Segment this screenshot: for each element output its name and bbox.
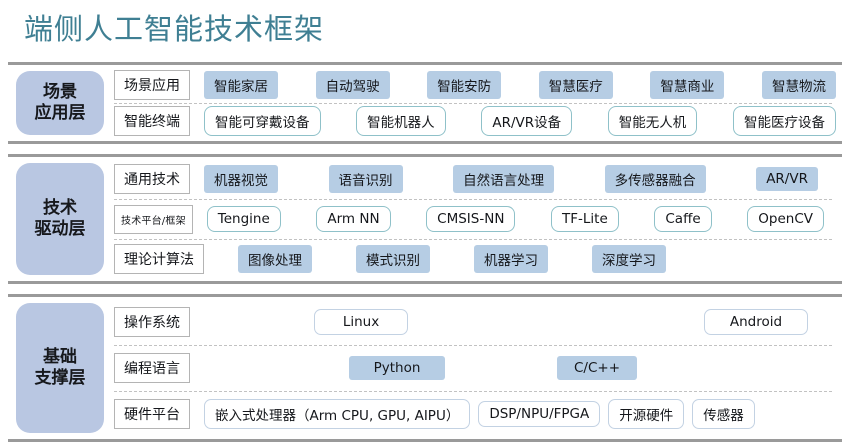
category-programming-language: 编程语言 [114, 353, 190, 383]
row-smart-terminal: 智能终端 智能可穿戴设备 智能机器人 AR/VR设备 智能无人机 智能医疗设备 [114, 103, 836, 139]
chipgroup-smart-terminal: 智能可穿戴设备 智能机器人 AR/VR设备 智能无人机 智能医疗设备 [204, 106, 836, 136]
chip-sensor[interactable]: 传感器 [692, 399, 755, 429]
chip-open-source-hardware[interactable]: 开源硬件 [608, 399, 685, 429]
rows-tech: 通用技术 机器视觉 语音识别 自然语言处理 多传感器融合 AR/VR 技术平台/… [104, 157, 842, 281]
chip-smart-commerce[interactable]: 智慧商业 [650, 71, 725, 99]
category-scene-application: 场景应用 [114, 70, 190, 100]
layer-label-line1: 技术 [43, 197, 77, 218]
chip-smart-home[interactable]: 智能家居 [204, 71, 278, 99]
layer-label-line1: 基础 [43, 346, 77, 367]
category-hardware-platform: 硬件平台 [114, 399, 190, 429]
chip-medical-device[interactable]: 智能医疗设备 [732, 106, 836, 136]
chip-c-cpp[interactable]: C/C++ [557, 356, 637, 380]
chip-pattern-recognition[interactable]: 模式识别 [356, 245, 430, 273]
rows-scene: 场景应用 智能家居 自动驾驶 智能安防 智慧医疗 智慧商业 智慧物流 智能终端 … [104, 65, 842, 141]
chip-android[interactable]: Android [704, 309, 808, 335]
chip-tengine[interactable]: Tengine [206, 206, 281, 232]
chip-nlp[interactable]: 自然语言处理 [453, 165, 555, 193]
chip-arvr[interactable]: AR/VR [756, 167, 818, 191]
chip-machine-learning[interactable]: 机器学习 [474, 245, 548, 273]
chip-cmsis-nn[interactable]: CMSIS-NN [426, 206, 516, 232]
row-theory-algorithm: 理论计算法 图像处理 模式识别 机器学习 深度学习 [114, 239, 836, 279]
category-tech-platform-framework: 技术平台/框架 [114, 204, 193, 234]
chip-image-processing[interactable]: 图像处理 [238, 245, 312, 273]
rows-base: 操作系统 Linux Android 编程语言 Python C/C++ [104, 297, 842, 439]
chipgroup-scene-application: 智能家居 自动驾驶 智能安防 智慧医疗 智慧商业 智慧物流 [204, 71, 836, 99]
layer-label-line2: 应用层 [34, 103, 86, 123]
layer-label-tech: 技术 驱动层 [16, 163, 104, 275]
layer-label-scene: 场景 应用层 [16, 71, 104, 135]
chipgroup-operating-system: Linux Android [204, 309, 836, 335]
chipgroup-programming-language: Python C/C++ [204, 356, 836, 380]
row-tech-platform-framework: 技术平台/框架 Tengine Arm NN CMSIS-NN TF-Lite … [114, 199, 836, 239]
chipgroup-tech-platform-framework: Tengine Arm NN CMSIS-NN TF-Lite Caffe Op… [206, 206, 836, 232]
chip-smart-robot[interactable]: 智能机器人 [356, 106, 446, 136]
chip-smart-security[interactable]: 智能安防 [427, 71, 502, 99]
layer-label-line2: 驱动层 [34, 219, 86, 239]
row-hardware-platform: 硬件平台 嵌入式处理器（Arm CPU, GPU, AIPU） DSP/NPU/… [114, 391, 836, 437]
chip-caffe[interactable]: Caffe [654, 206, 712, 232]
row-general-technology: 通用技术 机器视觉 语音识别 自然语言处理 多传感器融合 AR/VR [114, 159, 836, 199]
chip-tf-lite[interactable]: TF-Lite [551, 206, 619, 232]
chip-autonomous-driving[interactable]: 自动驾驶 [315, 71, 390, 99]
chip-wearable-device[interactable]: 智能可穿戴设备 [204, 106, 321, 136]
chipgroup-theory-algorithm: 图像处理 模式识别 机器学习 深度学习 [218, 245, 836, 273]
layer-label-line1: 场景 [43, 81, 77, 102]
chip-python[interactable]: Python [349, 356, 445, 380]
chip-smart-drone[interactable]: 智能无人机 [607, 106, 698, 136]
chip-speech-recognition[interactable]: 语音识别 [328, 165, 403, 193]
chip-multi-sensor-fusion[interactable]: 多传感器融合 [604, 165, 706, 193]
section-foundation-support-layer: 基础 支撑层 操作系统 Linux Android 编程语言 Pyth [8, 294, 842, 442]
category-theory-algorithm: 理论计算法 [114, 244, 204, 274]
row-programming-language: 编程语言 Python C/C++ [114, 345, 836, 391]
chipgroup-general-technology: 机器视觉 语音识别 自然语言处理 多传感器融合 AR/VR [204, 165, 836, 193]
category-smart-terminal: 智能终端 [114, 106, 190, 136]
category-general-technology: 通用技术 [114, 164, 190, 194]
chip-smart-logistics[interactable]: 智慧物流 [761, 71, 836, 99]
layer-label-base: 基础 支撑层 [16, 303, 104, 433]
chip-dsp-npu-fpga[interactable]: DSP/NPU/FPGA [478, 401, 601, 427]
page-title: 端侧人工智能技术框架 [24, 14, 325, 46]
section-scene-application-layer: 场景 应用层 场景应用 智能家居 自动驾驶 智能安防 智慧医疗 智慧商业 智慧物… [8, 62, 842, 144]
layer-label-line2: 支撑层 [34, 368, 86, 388]
row-operating-system: 操作系统 Linux Android [114, 299, 836, 345]
chip-smart-healthcare[interactable]: 智慧医疗 [538, 71, 613, 99]
chipgroup-hardware-platform: 嵌入式处理器（Arm CPU, GPU, AIPU） DSP/NPU/FPGA … [204, 399, 836, 429]
row-scene-application: 场景应用 智能家居 自动驾驶 智能安防 智慧医疗 智慧商业 智慧物流 [114, 67, 836, 103]
chip-embedded-processor[interactable]: 嵌入式处理器（Arm CPU, GPU, AIPU） [204, 399, 471, 429]
category-operating-system: 操作系统 [114, 307, 190, 337]
chip-arm-nn[interactable]: Arm NN [316, 206, 391, 232]
chip-linux[interactable]: Linux [314, 309, 408, 335]
section-technology-driver-layer: 技术 驱动层 通用技术 机器视觉 语音识别 自然语言处理 多传感器融合 AR/V… [8, 154, 842, 284]
chip-deep-learning[interactable]: 深度学习 [592, 245, 666, 273]
chip-arvr-device[interactable]: AR/VR设备 [481, 106, 573, 136]
chip-machine-vision[interactable]: 机器视觉 [204, 165, 278, 193]
chip-opencv[interactable]: OpenCV [747, 206, 824, 232]
